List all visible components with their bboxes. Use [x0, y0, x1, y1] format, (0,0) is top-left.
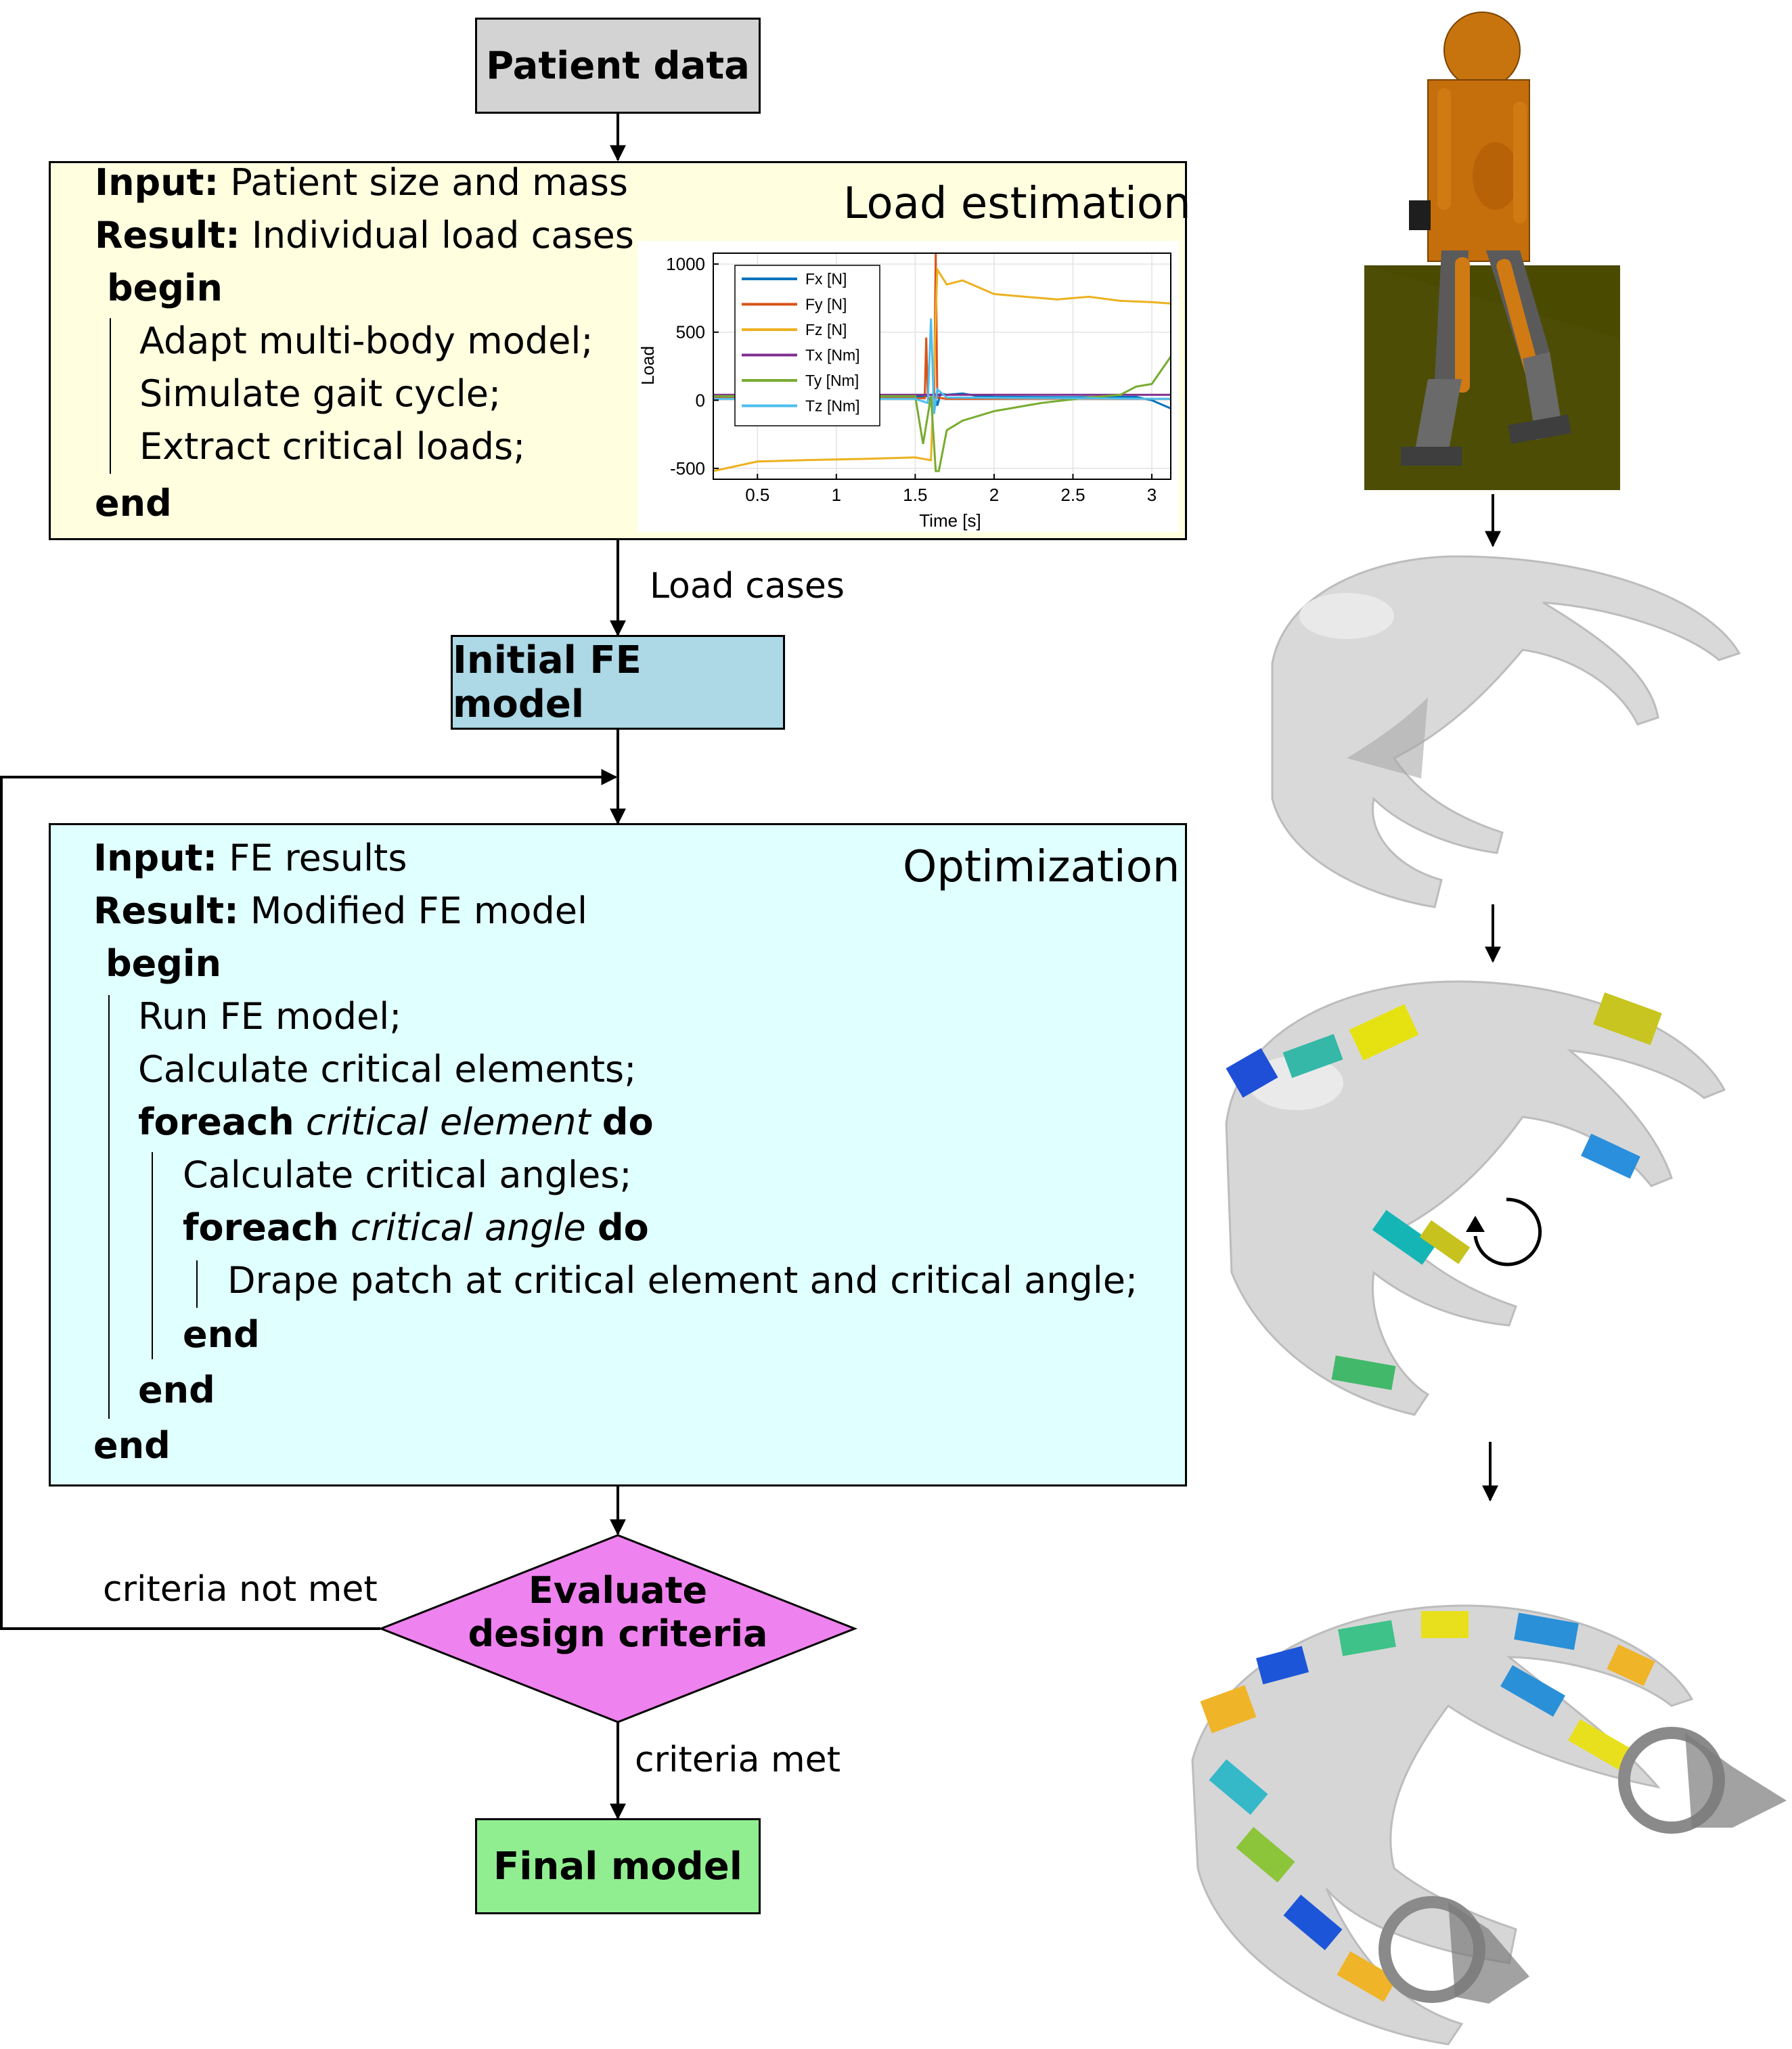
initial-fe-model-node: Initial FE model: [451, 635, 785, 730]
foreach-keyword-2: foreach: [183, 1206, 339, 1249]
opt-step-run: Run FE model;: [138, 995, 402, 1038]
opt-step-critical-angles: Calculate critical angles;: [183, 1153, 632, 1196]
evaluate-line-1: Evaluate: [528, 1569, 708, 1612]
load-step-2: Simulate gait cycle;: [139, 372, 501, 415]
opt-block-bar-1: [108, 995, 110, 1419]
feedback-loop-arrow: [0, 769, 618, 1630]
load-step-3: Extract critical loads;: [139, 425, 526, 468]
final-model-node: Final model: [475, 1818, 761, 1914]
do-keyword-2: do: [597, 1206, 649, 1249]
opt-foreach-angle: foreach critical angle do: [183, 1206, 649, 1249]
opt-step-critical-elements: Calculate critical elements;: [138, 1048, 637, 1090]
opt-result-keyword: Result:: [93, 889, 239, 932]
load-begin: begin: [107, 267, 223, 309]
do-keyword: do: [602, 1101, 654, 1143]
load-step-1: Adapt multi-body model;: [139, 320, 593, 362]
load-result-line: Result: Individual load cases: [95, 214, 634, 257]
evaluate-design-criteria-label: Evaluate design criteria: [406, 1569, 830, 1656]
opt-end-outer: end: [93, 1424, 171, 1467]
final-model-label: Final model: [493, 1844, 742, 1889]
opt-input-text: FE results: [229, 837, 407, 879]
input-text: Patient size and mass: [230, 161, 628, 204]
opt-input-keyword: Input:: [93, 837, 218, 879]
opt-foreach-element: foreach critical element do: [138, 1101, 654, 1143]
foreach-keyword: foreach: [138, 1101, 294, 1143]
label-criteria-met: criteria met: [635, 1740, 841, 1780]
opt-block-bar-3: [196, 1260, 198, 1308]
label-load-cases: Load cases: [650, 566, 845, 607]
load-input-line: Input: Patient size and mass: [95, 161, 628, 204]
opt-input-line: Input: FE results: [93, 837, 407, 879]
evaluate-line-2: design criteria: [468, 1612, 768, 1655]
load-block-bar: [110, 318, 111, 474]
optimization-title: Optimization: [903, 842, 1180, 892]
opt-result-text: Modified FE model: [250, 889, 587, 932]
opt-result-line: Result: Modified FE model: [93, 889, 587, 932]
patient-data-label: Patient data: [486, 43, 750, 88]
load-estimation-title: Load estimation: [843, 179, 1191, 229]
opt-end-inner: end: [183, 1313, 260, 1356]
opt-end-middle: end: [138, 1369, 215, 1411]
evaluate-diamond-shape: [378, 1534, 858, 1723]
opt-begin: begin: [106, 942, 221, 985]
input-keyword: Input:: [95, 161, 219, 204]
load-end: end: [95, 482, 172, 525]
label-criteria-not-met: criteria not met: [103, 1569, 378, 1610]
patient-data-node: Patient data: [475, 18, 761, 114]
result-keyword: Result:: [95, 214, 240, 257]
initial-fe-model-label: Initial FE model: [453, 638, 642, 726]
foreach-angle-var: critical angle: [350, 1206, 586, 1249]
opt-step-drape: Drape patch at critical element and crit…: [227, 1259, 1138, 1302]
optimization-box: [49, 823, 1187, 1486]
opt-block-bar-2: [152, 1152, 153, 1359]
result-text: Individual load cases: [251, 214, 634, 257]
foreach-element-var: critical element: [305, 1101, 591, 1143]
